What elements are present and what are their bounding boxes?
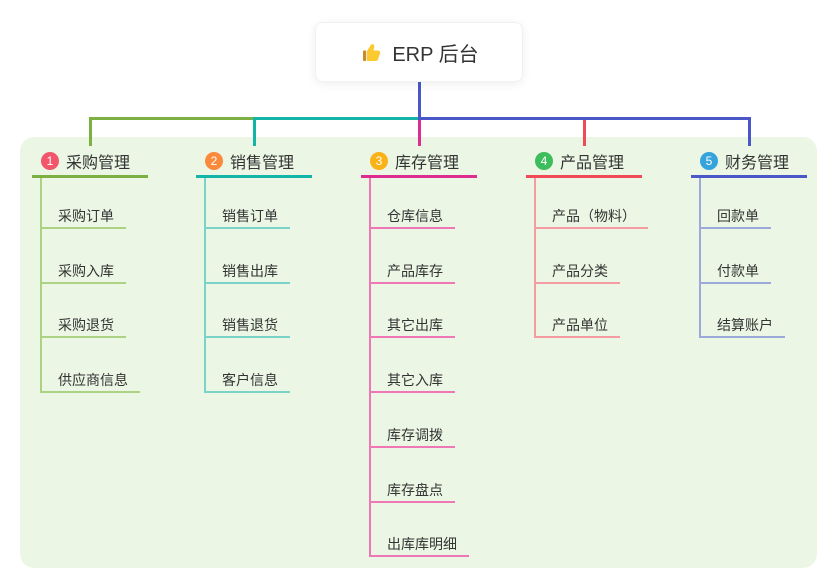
branch-5: 5 财务管理回款单付款单结算账户 [691, 137, 839, 577]
branch-node[interactable]: 1 采购管理 [32, 147, 148, 178]
branch-label: 产品管理 [560, 155, 625, 172]
branch-number-badge: 2 [205, 152, 223, 170]
bus-segment-3 [418, 117, 751, 120]
child-node[interactable]: 出库库明细 [369, 527, 469, 557]
child-node[interactable]: 其它入库 [369, 363, 455, 393]
branch-node[interactable]: 3 库存管理 [361, 147, 477, 178]
child-node[interactable]: 采购订单 [40, 199, 126, 229]
branch-4: 4 产品管理产品（物料） 产品分类产品单位 [526, 137, 706, 577]
child-node[interactable]: 付款单 [699, 254, 771, 284]
branch-3: 3 库存管理仓库信息产品库存其它出库其它入库库存调拨库存盘点出库库明细 [361, 137, 541, 577]
branch-label: 库存管理 [395, 155, 460, 172]
child-node[interactable]: 销售订单 [204, 199, 290, 229]
child-node[interactable]: 销售退货 [204, 308, 290, 338]
child-node[interactable]: 结算账户 [699, 308, 785, 338]
branch-number-badge: 3 [370, 152, 388, 170]
trunk-line [418, 82, 421, 120]
root-node[interactable]: ERP 后台 [315, 22, 523, 82]
branch-node[interactable]: 2 销售管理 [196, 147, 312, 178]
bus-segment-2 [253, 117, 421, 120]
child-node[interactable]: 客户信息 [204, 363, 290, 393]
child-node[interactable]: 其它出库 [369, 308, 455, 338]
child-node[interactable]: 产品（物料） [534, 199, 648, 229]
branch-child-connector-line [40, 178, 42, 393]
branch-label: 采购管理 [66, 155, 131, 172]
bus-segment-1 [89, 117, 256, 120]
child-node[interactable]: 采购入库 [40, 254, 126, 284]
branch-node[interactable]: 4 产品管理 [526, 147, 642, 178]
branch-number-badge: 1 [41, 152, 59, 170]
child-node[interactable]: 仓库信息 [369, 199, 455, 229]
thumbs-up-icon [359, 40, 383, 64]
branch-label: 财务管理 [725, 155, 790, 172]
branch-number-badge: 4 [535, 152, 553, 170]
branch-1: 1 采购管理采购订单采购入库采购退货供应商信息 [32, 137, 212, 577]
child-node[interactable]: 产品单位 [534, 308, 620, 338]
branch-child-connector-line [534, 178, 536, 338]
child-node[interactable]: 采购退货 [40, 308, 126, 338]
child-node[interactable]: 库存调拨 [369, 418, 455, 448]
branch-node[interactable]: 5 财务管理 [691, 147, 807, 178]
branch-child-connector-line [204, 178, 206, 393]
child-node[interactable]: 回款单 [699, 199, 771, 229]
branch-child-connector-line [369, 178, 371, 557]
branches-panel [20, 137, 817, 568]
branch-label: 销售管理 [230, 155, 295, 172]
child-node[interactable]: 产品库存 [369, 254, 455, 284]
child-node[interactable]: 产品分类 [534, 254, 620, 284]
branch-number-badge: 5 [700, 152, 718, 170]
branch-child-connector-line [699, 178, 701, 338]
child-node[interactable]: 库存盘点 [369, 473, 455, 503]
child-node[interactable]: 供应商信息 [40, 363, 140, 393]
root-label: ERP 后台 [392, 43, 479, 66]
branch-2: 2 销售管理销售订单销售出库销售退货客户信息 [196, 137, 376, 577]
child-node[interactable]: 销售出库 [204, 254, 290, 284]
